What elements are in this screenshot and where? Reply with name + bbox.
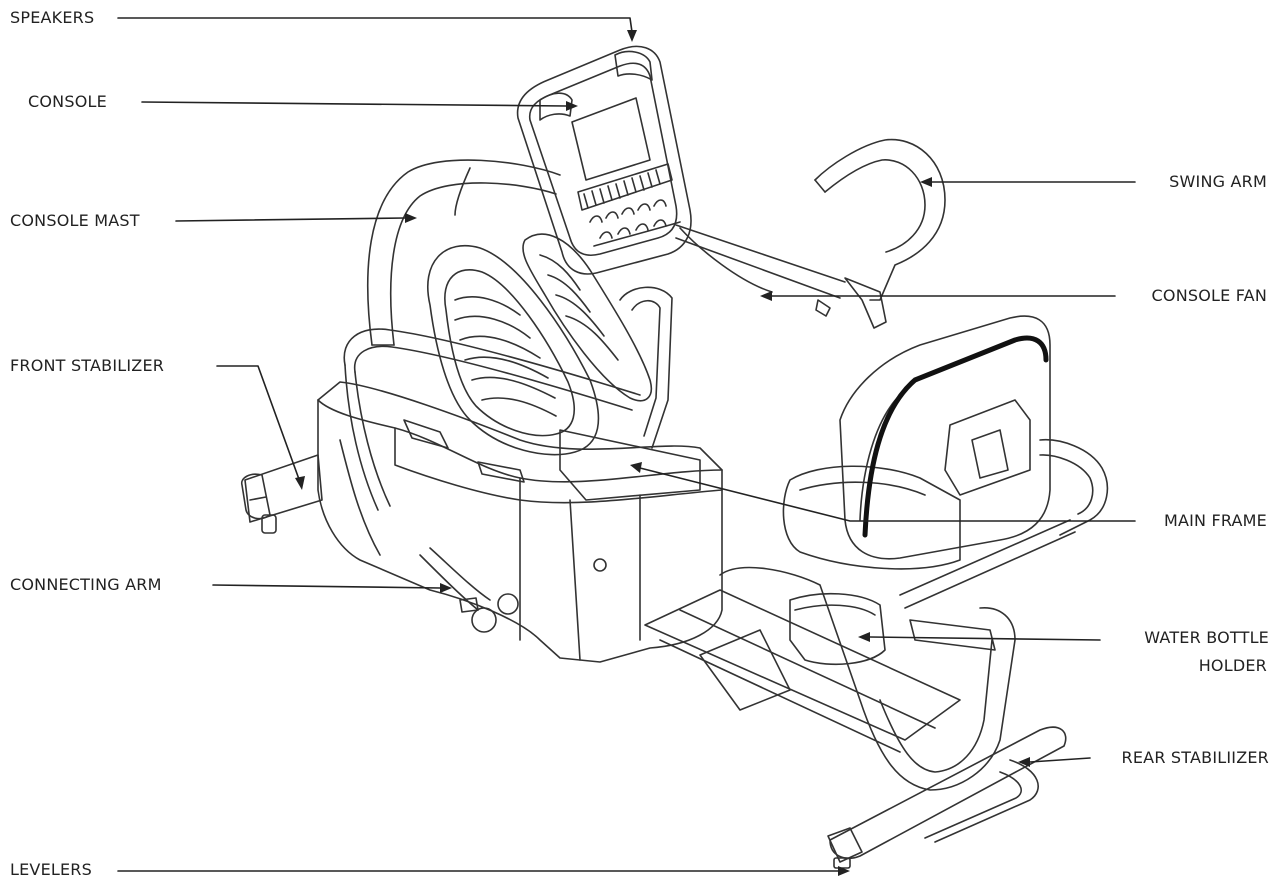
label-connecting-arm: CONNECTING ARM xyxy=(10,575,162,594)
leader-arrowheads xyxy=(295,30,1030,876)
label-front-stabilizer: FRONT STABILIZER xyxy=(10,356,165,375)
rear-stabilizer xyxy=(827,726,1067,869)
label-rear-stabilizer: REAR STABILIIZER xyxy=(1121,748,1269,767)
center-shroud xyxy=(522,233,652,402)
front-stabilizer xyxy=(240,454,323,534)
front-shroud xyxy=(427,245,600,456)
leader-lines xyxy=(117,17,1136,872)
label-console: CONSOLE xyxy=(28,92,107,111)
label-main-frame: MAIN FRAME xyxy=(1163,511,1267,530)
label-water-bottle-holder-line2: HOLDER xyxy=(1198,656,1267,675)
backrest-accent xyxy=(862,335,1049,538)
seat-assembly xyxy=(782,315,1051,570)
label-console-mast: CONSOLE MAST xyxy=(10,211,140,230)
label-speakers: SPEAKERS xyxy=(10,8,95,27)
swing-arm xyxy=(814,138,946,329)
label-water-bottle-holder-line1: WATER BOTTLE xyxy=(1144,628,1269,647)
console-mast-frame xyxy=(366,159,561,346)
label-levelers: LEVELERS xyxy=(10,860,92,879)
console-unit xyxy=(516,45,692,275)
handlebar xyxy=(343,286,673,511)
rear-frame xyxy=(719,566,1016,791)
label-console-fan: CONSOLE FAN xyxy=(1151,286,1267,305)
label-swing-arm: SWING ARM xyxy=(1169,172,1267,191)
main-frame-body xyxy=(317,381,723,663)
console-fan-arm xyxy=(675,224,846,317)
seat-rail xyxy=(644,589,961,753)
side-handles xyxy=(899,438,1109,609)
connecting-arm xyxy=(419,547,519,633)
